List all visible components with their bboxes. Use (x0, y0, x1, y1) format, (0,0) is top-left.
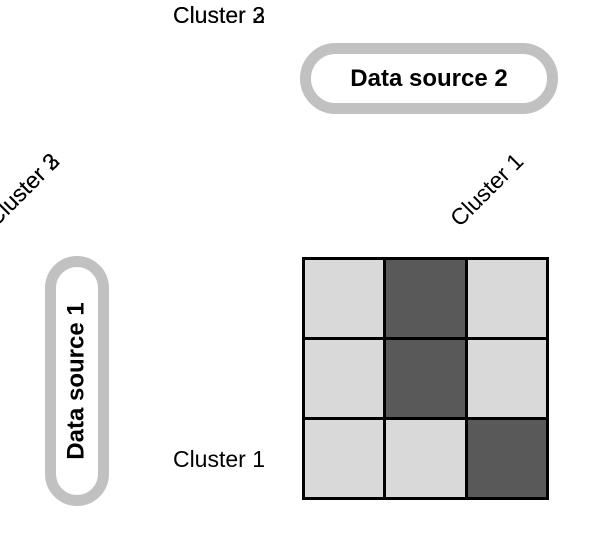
matrix-cell-r1c2-dark (386, 260, 465, 337)
data-source-1-label: Data source 1 (63, 302, 90, 460)
column-label-cluster-1: Cluster 1 (444, 147, 529, 232)
data-source-1-capsule: Data source 1 (45, 256, 109, 506)
matrix-cell-r3c3-dark (467, 420, 546, 497)
row-label-cluster-3: Cluster 3 (172, 2, 265, 28)
row-label-cluster-1: Cluster 1 (172, 446, 265, 472)
data-source-2-label: Data source 2 (350, 64, 508, 92)
matrix-cell-r1c3-light (467, 260, 546, 337)
data-source-2-capsule: Data source 2 (300, 43, 558, 114)
matrix-cell-r3c2-light (386, 420, 465, 497)
matrix-cell-r3c1-light (305, 420, 384, 497)
cluster-correspondence-matrix (302, 257, 549, 500)
matrix-cell-r2c3-light (467, 340, 546, 417)
matrix-cell-r2c2-dark (386, 340, 465, 417)
matrix-cell-r1c1-light (305, 260, 384, 337)
row-label-cluster-2: Cluster 2 (172, 2, 265, 28)
column-label-cluster-3: Cluster 3 (0, 147, 65, 232)
matrix-cell-r2c1-light (305, 340, 384, 417)
